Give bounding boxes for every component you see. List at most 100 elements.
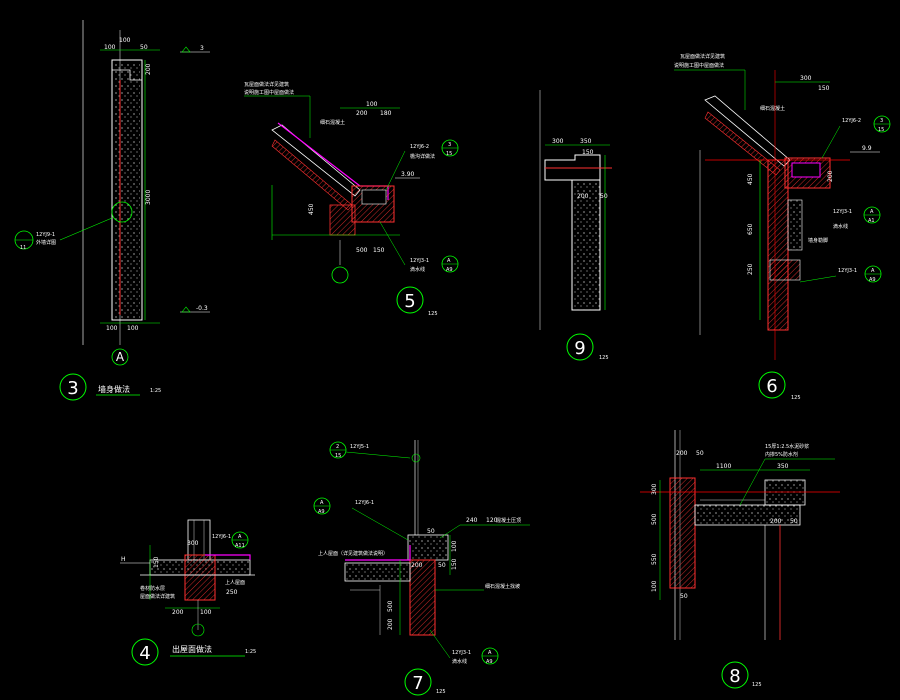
detail-number-bubble <box>758 371 786 399</box>
ref-code: 12YJ3-1 <box>833 209 852 215</box>
dim-200: 200 <box>770 518 782 525</box>
dim-120: 120 <box>486 517 498 524</box>
base-label: 墙身勒脚 <box>808 237 828 244</box>
note-1: 卷材防水层 <box>140 585 165 592</box>
roof-slab <box>271 124 361 197</box>
dim-650: 650 <box>747 223 754 235</box>
dim-50: 50 <box>696 450 704 457</box>
elevation: 9.9 <box>862 145 872 152</box>
dim-500: 500 <box>651 513 658 525</box>
canopy-slab <box>694 504 801 526</box>
ref-label: A <box>238 534 242 540</box>
dim-50: 50 <box>790 518 798 525</box>
ref-code: 12YJ6-1 <box>212 534 231 540</box>
axis-bubble <box>111 348 129 366</box>
ref-label: A <box>870 209 874 215</box>
ref-sub: A9 <box>318 509 325 515</box>
dim-450: 450 <box>747 173 754 185</box>
dim-200: 200 <box>577 193 589 200</box>
upstand-section <box>184 554 216 601</box>
detail-number: 7 <box>412 673 423 694</box>
dim-100: 100 <box>106 325 118 332</box>
dim-450: 450 <box>308 203 315 215</box>
dim-200: 200 <box>676 450 688 457</box>
detail-number: 4 <box>139 643 150 664</box>
dim-300: 300 <box>800 75 812 82</box>
dim-100: 100 <box>200 609 212 616</box>
roof-note-2: 说明施工图中屋面做法 <box>674 62 724 69</box>
dim-50: 50 <box>600 193 608 200</box>
elevation: H <box>121 556 126 563</box>
ref-sub: A9 <box>486 659 493 665</box>
ref-label: 2 <box>336 444 339 450</box>
detail-number-bubble <box>566 333 594 361</box>
ref-code: 12YJ9-1 <box>36 232 55 238</box>
ref-label: A <box>488 650 492 656</box>
detail-number-bubble <box>59 373 87 401</box>
detail-scale: 1:25 <box>245 649 256 655</box>
detail-scale: 125 <box>436 689 446 695</box>
dim-300: 300 <box>187 540 199 547</box>
dim-50: 50 <box>427 528 435 535</box>
wall-section <box>409 559 436 636</box>
ref-sub: A9 <box>446 267 453 273</box>
dim-200: 200 <box>827 170 834 182</box>
ref-label: 3 <box>880 118 883 124</box>
roof-note-1: 瓦屋面做法详见建筑 <box>244 81 289 88</box>
ref-sub: A9 <box>869 277 876 283</box>
dim-300: 300 <box>552 138 564 145</box>
axis-label: A <box>116 350 125 364</box>
dim-200: 200 <box>145 63 152 75</box>
roof-note-2: 说明施工图中屋面做法 <box>244 89 294 96</box>
dim-100: 100 <box>651 580 658 592</box>
dim-180: 180 <box>380 110 392 117</box>
detail-scale: 125 <box>428 311 438 317</box>
ref-sub: A1 <box>868 218 875 224</box>
ref-code: 12YJ3-1 <box>410 258 429 264</box>
roof-note: 上人屋面（详见建筑做法说明） <box>318 550 388 557</box>
dim-350: 350 <box>580 138 592 145</box>
ref-code: 12YJ6-2 <box>410 144 429 150</box>
wall-section <box>571 179 601 311</box>
dim-350: 350 <box>777 463 789 470</box>
detail-7: 500 200 200 50 50 100 150 240 120 混凝土压顶 … <box>313 440 530 696</box>
parapet-cap <box>407 534 449 561</box>
wall-section <box>669 477 696 589</box>
ref-label: 3 <box>448 142 451 148</box>
detail-title: 墙身做法 <box>98 384 130 394</box>
ref-sub: A11 <box>235 543 245 549</box>
detail-number: 9 <box>574 338 585 359</box>
detail-9: 300 350 150 200 50 9 125 <box>539 90 612 361</box>
dim-550: 550 <box>651 553 658 565</box>
dim-100: 100 <box>451 540 458 552</box>
ref-note: 滴水线 <box>833 223 848 230</box>
ref-label: A <box>871 268 875 274</box>
dim-50: 50 <box>140 44 148 51</box>
dim-500: 500 <box>387 600 394 612</box>
dim-100: 100 <box>119 37 131 44</box>
note-2: 屋面做法详建筑 <box>140 593 175 600</box>
ref-code: 12YJ6-1 <box>355 500 374 506</box>
ref-code: 12YJ5-1 <box>350 444 369 450</box>
ref-code: 12YJ6-2 <box>842 118 861 124</box>
ref-sub: 11 <box>20 245 26 251</box>
detail-scale: 125 <box>752 682 762 688</box>
elevation: 3.90 <box>401 171 415 178</box>
detail-title: 出屋面做法 <box>172 644 212 654</box>
dim-200: 200 <box>356 110 368 117</box>
detail-number-bubble <box>396 286 424 314</box>
ref-note: 外墙详图 <box>36 239 56 246</box>
drip-note: 滴水线 <box>452 658 467 665</box>
dim-300: 300 <box>651 483 658 495</box>
ref-note: 滴水线 <box>410 266 425 273</box>
note-3: 上人屋面 <box>225 579 245 586</box>
detail-number: 6 <box>766 376 777 397</box>
dim-200: 200 <box>387 618 394 630</box>
parapet-cap <box>544 154 601 181</box>
detail-number: 3 <box>67 378 78 399</box>
detail-8: 200 50 1100 350 300 500 550 100 200 50 5… <box>640 430 840 689</box>
dim-150: 150 <box>818 85 830 92</box>
material-note: 细石混凝土找坡 <box>485 583 520 590</box>
detail-callout-circle <box>111 201 133 223</box>
